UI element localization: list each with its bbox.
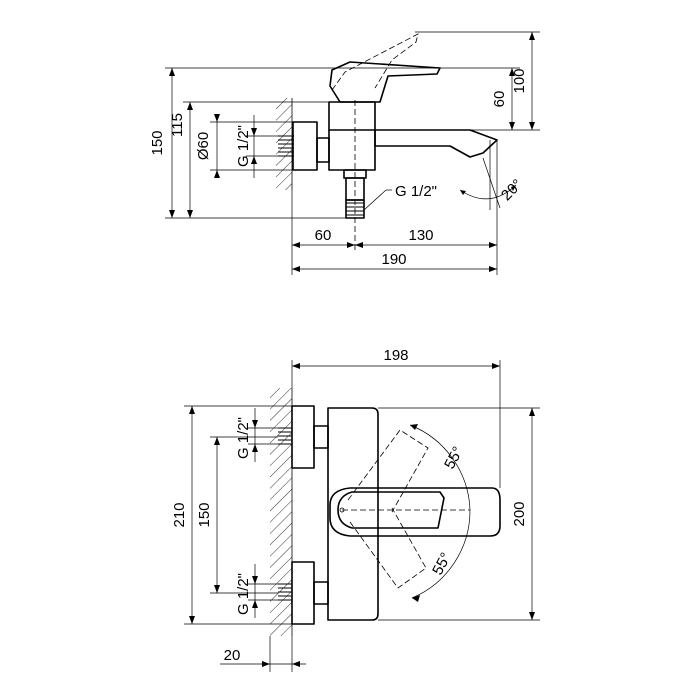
spout-front: [329, 487, 501, 537]
dim-body-height: 200: [378, 407, 540, 621]
wall-hatching-front: [270, 388, 292, 636]
connector-side: [316, 137, 330, 163]
mixer-body-side: [328, 101, 376, 171]
svg-text:20: 20: [224, 647, 241, 664]
dim-lever-right: 60 100: [375, 31, 540, 131]
eccentric-nut-side: [292, 121, 318, 171]
svg-text:150: 150: [149, 130, 166, 155]
lever-rotated-up: [347, 429, 429, 513]
svg-text:60: 60: [315, 227, 332, 244]
svg-text:G 1/2": G 1/2": [235, 417, 252, 459]
svg-text:150: 150: [196, 502, 213, 527]
lever-rotated-down: [349, 507, 427, 589]
dim-inlet-spacing: 150: [196, 436, 278, 594]
lever-side-rotated: [331, 33, 419, 91]
svg-text:198: 198: [383, 347, 408, 364]
svg-text:115: 115: [169, 113, 186, 137]
dim-inlet-thread-top: G 1/2": [235, 408, 278, 462]
svg-text:210: 210: [171, 502, 188, 527]
lever-side: [329, 61, 441, 103]
svg-text:60: 60: [491, 91, 508, 108]
dim-pipe-diameter: Ø60: [195, 114, 293, 178]
dim-horizontal-side: 60 130 190: [291, 140, 498, 275]
front-view: 55° 55° 198 210 150: [171, 347, 540, 672]
mixer-body-front: [327, 407, 379, 621]
spout-side: [374, 129, 498, 158]
svg-text:G 1/2": G 1/2": [235, 125, 252, 167]
side-view: G 1/2" 20° 150 115: [149, 31, 540, 275]
dim-overall-width: 198: [291, 347, 501, 488]
eccentric-lower: [291, 561, 315, 625]
svg-text:55°: 55°: [441, 444, 467, 472]
eccentric-upper: [291, 405, 315, 469]
thread-lines-side: [278, 135, 294, 157]
dim-eccentric-offset: 20: [220, 636, 306, 672]
spout-angle-label: 20°: [498, 176, 526, 204]
dim-height-outlet: 115: [169, 101, 329, 218]
dim-inlet-thread-side: G 1/2": [235, 115, 278, 178]
svg-text:130: 130: [408, 227, 433, 244]
outlet-thread-label: G 1/2": [395, 183, 437, 200]
dim-height-total: 150: [149, 67, 440, 219]
dim-inlet-thread-bottom: G 1/2": [235, 564, 278, 618]
svg-text:55°: 55°: [429, 550, 455, 578]
svg-text:200: 200: [511, 501, 528, 526]
svg-text:190: 190: [381, 251, 406, 268]
svg-text:Ø60: Ø60: [195, 132, 212, 160]
dim-overall-height: 210: [171, 405, 292, 625]
svg-text:G 1/2": G 1/2": [235, 573, 252, 615]
svg-text:100: 100: [511, 68, 528, 93]
